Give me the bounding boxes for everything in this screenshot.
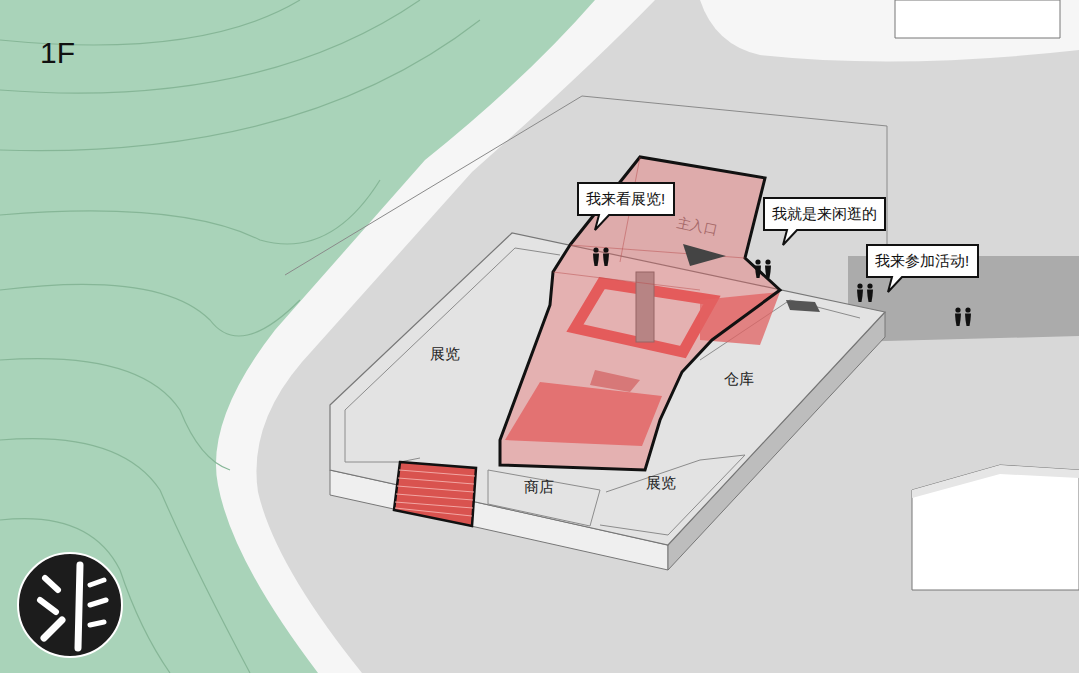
bubble-text: 我就是来闲逛的 (763, 197, 886, 231)
person-icon (857, 283, 862, 288)
person-icon (765, 266, 771, 279)
stair-treads (395, 470, 475, 516)
logo (18, 553, 122, 657)
floor-title: 1F (40, 36, 75, 70)
person-icon (593, 247, 598, 252)
logo-ring (18, 553, 122, 657)
site-ground (256, 0, 1079, 673)
person-icon (755, 266, 761, 279)
road (700, 0, 1079, 61)
person-icon (955, 314, 961, 327)
speech-bubble: 我来看展览! (577, 182, 675, 216)
zone-label: 展览 (430, 345, 460, 364)
person-icon (603, 247, 608, 252)
person-icon (955, 307, 960, 312)
neighbour-roof (912, 465, 1079, 498)
person-icon (857, 290, 863, 303)
person-icon (765, 259, 770, 264)
volume-edges (553, 157, 745, 290)
person-icon (965, 314, 971, 327)
front-stair (394, 462, 476, 526)
bubble-text: 我来看展览! (577, 182, 674, 216)
neighbour-building (895, 0, 1060, 38)
person-icon (965, 307, 970, 312)
bubble-outline (764, 198, 885, 245)
bubble-text: 我来参加活动! (866, 244, 978, 278)
entrance-arrow (683, 244, 726, 266)
person-icon (603, 254, 609, 267)
zone-label: 展览 (646, 474, 676, 493)
logo-strokes (40, 565, 106, 648)
person-icon (755, 259, 760, 264)
speech-bubble: 我就是来闲逛的 (763, 197, 886, 231)
bubble-outline (867, 245, 978, 292)
zone-label: 商店 (524, 478, 554, 497)
speech-bubble: 我来参加活动! (866, 244, 979, 278)
bubble-outline (578, 183, 674, 230)
vent (786, 300, 820, 312)
red-volume (500, 157, 780, 470)
zone-label: 仓库 (724, 370, 754, 389)
neighbour-building (912, 465, 1079, 590)
person-icon (867, 290, 873, 303)
person-icon (867, 283, 872, 288)
person-icon (593, 254, 599, 267)
